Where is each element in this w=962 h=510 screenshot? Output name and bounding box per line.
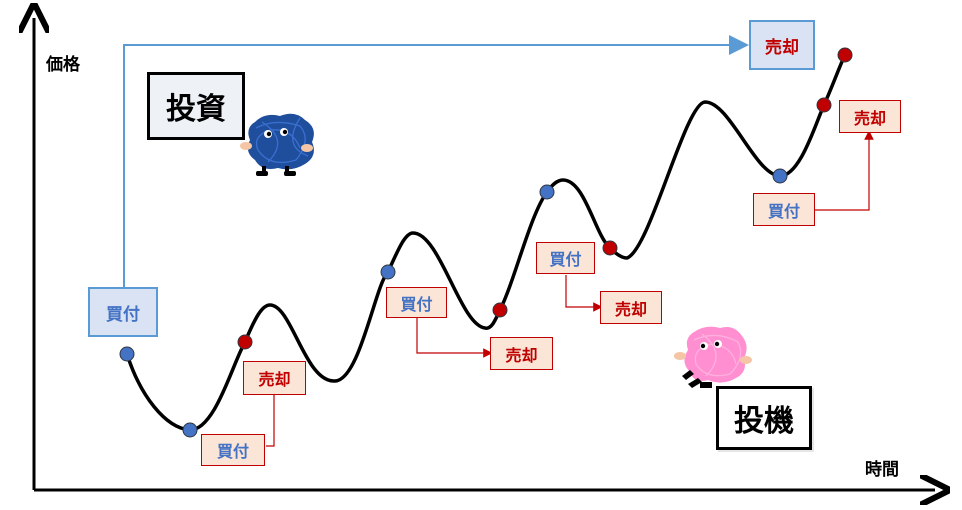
trade-arrow-3	[565, 275, 603, 312]
investment-sell-box: 売却	[749, 20, 815, 70]
investment-title-text: 投資	[166, 92, 226, 127]
investment-title: 投資	[147, 72, 245, 140]
trade-1-sell-box: 売却	[243, 361, 306, 395]
investment-buy-label: 買付	[106, 304, 140, 325]
trade-2-buy-label: 買付	[400, 294, 433, 314]
investment-buy-box: 買付	[88, 287, 158, 337]
trade-1-buy-label: 買付	[216, 442, 249, 461]
trade-arrow-4	[815, 130, 874, 211]
trade-arrow-2	[416, 318, 493, 358]
sell-point	[602, 240, 618, 256]
y-axis-label: 価格	[46, 55, 80, 75]
buy-point	[539, 184, 555, 200]
trade-arrow-1	[266, 381, 279, 447]
trade-4-buy-box: 買付	[753, 193, 815, 226]
trade-4-buy-label: 買付	[767, 201, 800, 221]
trade-3-buy-box: 買付	[536, 242, 595, 274]
sell-point	[816, 97, 832, 113]
sell-point	[492, 302, 508, 318]
x-axis-label: 時間	[865, 460, 899, 480]
investor-character	[240, 113, 314, 176]
trade-2-buy-box: 買付	[386, 287, 447, 318]
trade-4-sell-label: 売却	[853, 108, 886, 128]
speculation-title: 投機	[716, 386, 812, 450]
speculation-title-text: 投機	[734, 404, 794, 439]
trade-4-sell-box: 売却	[839, 100, 901, 133]
sell-point	[837, 47, 853, 63]
trade-3-sell-label: 売却	[614, 299, 647, 319]
sell-point	[237, 334, 253, 350]
trade-2-sell-box: 売却	[490, 337, 553, 370]
trade-1-buy-box: 買付	[201, 434, 265, 466]
trade-3-buy-label: 買付	[549, 250, 582, 269]
speculator-character	[674, 326, 752, 388]
investment-sell-label: 売却	[765, 37, 799, 58]
trade-3-sell-box: 売却	[600, 291, 662, 324]
buy-point	[772, 168, 788, 184]
trade-1-sell-label: 売却	[258, 370, 291, 389]
buy-point	[182, 422, 198, 438]
buy-point	[380, 264, 396, 280]
investment-connector	[123, 35, 749, 287]
trade-2-sell-label: 売却	[505, 345, 538, 365]
buy-point	[119, 346, 135, 362]
